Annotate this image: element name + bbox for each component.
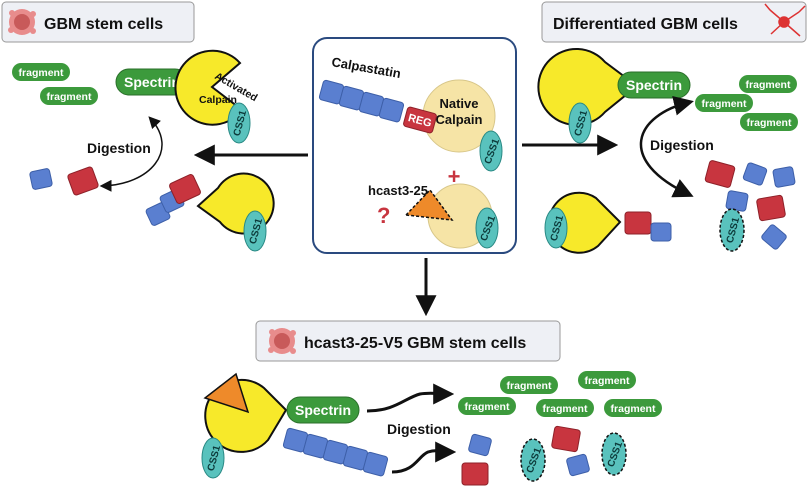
stem-cell-icon bbox=[268, 328, 296, 354]
svg-text:Calpain: Calpain bbox=[199, 94, 237, 106]
svg-text:fragment: fragment bbox=[507, 380, 552, 392]
fragment-pill: fragment bbox=[739, 75, 797, 93]
hcast-inhibitor-triangle bbox=[404, 188, 454, 221]
css1-ellipse-released: CSS1 bbox=[520, 438, 546, 482]
svg-text:fragment: fragment bbox=[747, 117, 792, 129]
title-box bbox=[541, 1, 807, 43]
blue-block bbox=[742, 162, 768, 186]
css1-ellipse: CSS1 bbox=[201, 437, 225, 479]
digestion-arrow bbox=[99, 116, 163, 192]
panel-title: Differentiated GBM cells bbox=[553, 16, 738, 33]
red-block bbox=[67, 166, 99, 196]
css1-ellipse: CSS1 bbox=[568, 102, 592, 144]
red-block bbox=[704, 160, 736, 188]
svg-text:Spectrin: Spectrin bbox=[626, 77, 682, 93]
blue-block bbox=[725, 190, 749, 212]
css1-ellipse-released: CSS1 bbox=[601, 432, 627, 476]
fragment-pill: fragment bbox=[458, 397, 516, 415]
title-box bbox=[1, 1, 195, 43]
neuron-icon bbox=[764, 3, 806, 37]
question-mark: ? bbox=[377, 203, 390, 228]
panel-title: hcast3-25-V5 GBM stem cells bbox=[304, 335, 526, 352]
svg-text:Spectrin: Spectrin bbox=[124, 74, 180, 90]
red-block bbox=[756, 194, 786, 222]
fragment-pill: fragment bbox=[500, 376, 558, 394]
digestion-arrow bbox=[639, 95, 694, 198]
svg-text:fragment: fragment bbox=[746, 79, 791, 91]
blue-block bbox=[650, 222, 672, 242]
svg-text:fragment: fragment bbox=[19, 67, 64, 79]
svg-text:fragment: fragment bbox=[702, 98, 747, 110]
digestion-arrow-upper bbox=[366, 383, 455, 413]
fragment-pill: fragment bbox=[695, 94, 753, 112]
digestion-arrow-lower bbox=[391, 441, 457, 474]
hcast-label: hcast3-25 bbox=[368, 183, 428, 198]
css1-ellipse: CSS1 bbox=[243, 210, 267, 252]
css1-ellipse: CSS1 bbox=[544, 207, 568, 249]
digestion-label: Digestion bbox=[650, 137, 714, 153]
calpastatin-chain bbox=[318, 79, 405, 123]
css1-ellipse-released: CSS1 bbox=[719, 208, 745, 252]
svg-text:fragment: fragment bbox=[543, 403, 588, 415]
digestion-label: Digestion bbox=[87, 140, 151, 156]
fragment-pill: fragment bbox=[40, 87, 98, 105]
spectrin-pill: Spectrin bbox=[617, 71, 691, 99]
digestion-label: Digestion bbox=[387, 421, 451, 437]
svg-text:fragment: fragment bbox=[611, 403, 656, 415]
svg-text:fragment: fragment bbox=[47, 91, 92, 103]
reg-domain: REG bbox=[403, 106, 437, 134]
fragment-pill: fragment bbox=[578, 371, 636, 389]
fragment-pill: fragment bbox=[740, 113, 798, 131]
blue-block bbox=[566, 453, 590, 477]
panel-differentiated-gbm-cells: Differentiated GBM cells Spectrin CSS1 f… bbox=[537, 1, 807, 254]
css1-ellipse: CSS1 bbox=[475, 207, 499, 249]
blue-block bbox=[761, 224, 787, 250]
fragment-pill: fragment bbox=[536, 399, 594, 417]
hcast-inhibitor-triangle bbox=[203, 372, 250, 414]
fragment-pill: fragment bbox=[604, 399, 662, 417]
center-mechanism-box: Calpastatin Native Calpain REG CSS1 + hc… bbox=[312, 37, 517, 254]
red-block bbox=[624, 211, 652, 235]
calpastatin-chain bbox=[282, 427, 389, 477]
css1-ellipse: CSS1 bbox=[227, 102, 251, 144]
fragment-pill: fragment bbox=[12, 63, 70, 81]
svg-text:REG: REG bbox=[407, 112, 433, 130]
panel-title: GBM stem cells bbox=[44, 16, 163, 33]
panel-hcast-gbm-stem-cells: hcast3-25-V5 GBM stem cells Spectrin CSS… bbox=[201, 320, 662, 486]
red-block bbox=[551, 425, 581, 453]
panel-gbm-stem-cells: GBM stem cells fragment fragment Spectri… bbox=[1, 1, 275, 252]
title-box bbox=[255, 320, 561, 362]
svg-text:Native: Native bbox=[439, 96, 478, 111]
red-block bbox=[461, 462, 489, 486]
blue-block bbox=[29, 168, 53, 190]
svg-text:fragment: fragment bbox=[585, 375, 630, 387]
svg-text:Calpain: Calpain bbox=[436, 112, 483, 127]
css1-ellipse: CSS1 bbox=[479, 130, 503, 172]
spectrin-pill: Spectrin bbox=[286, 396, 360, 424]
plus-sign: + bbox=[448, 164, 461, 189]
blue-block bbox=[772, 166, 796, 188]
svg-text:fragment: fragment bbox=[465, 401, 510, 413]
red-block bbox=[169, 174, 201, 204]
svg-text:Spectrin: Spectrin bbox=[295, 402, 351, 418]
stem-cell-icon bbox=[8, 9, 36, 35]
blue-block bbox=[468, 433, 492, 457]
